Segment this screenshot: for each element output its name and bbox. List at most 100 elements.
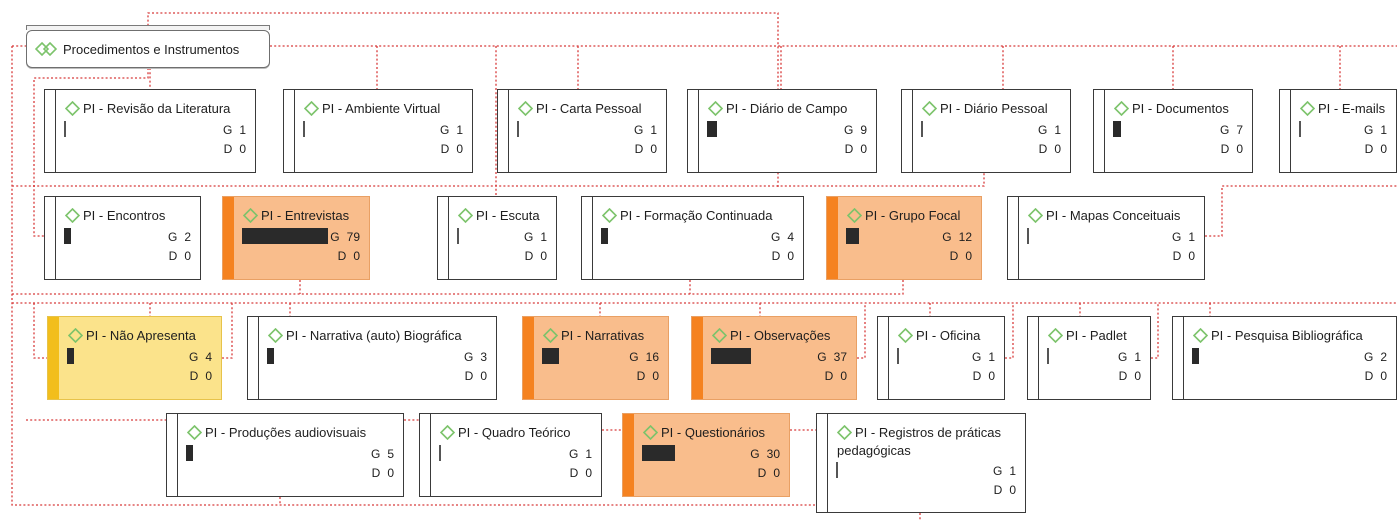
code-node-label: PI - E-mails <box>1318 101 1386 116</box>
density-bar <box>242 228 328 244</box>
density-bar <box>439 445 441 461</box>
density-bar <box>1113 121 1121 137</box>
groundedness-value: 9 <box>860 123 867 137</box>
link-line <box>857 303 866 359</box>
code-node-label: PI - Encontros <box>83 208 166 223</box>
density-bar <box>186 445 193 461</box>
density-value: 0 <box>840 369 847 383</box>
code-node-title: PI - Padlet <box>1048 327 1146 345</box>
groundedness-label: G <box>992 464 1003 478</box>
density-label: D <box>824 369 834 383</box>
code-diamond-icon <box>602 208 617 223</box>
groundedness-label: G <box>370 447 381 461</box>
groundedness-label: G <box>750 447 760 461</box>
code-node-title: PI - Quadro Teórico <box>440 424 597 442</box>
groundedness-value: 2 <box>1380 350 1387 364</box>
density-bar <box>711 348 751 364</box>
code-node-label: PI - Quadro Teórico <box>458 425 571 440</box>
density-label: D <box>1220 142 1230 156</box>
density-label: D <box>168 249 178 263</box>
code-node-label: PI - Padlet <box>1066 328 1127 343</box>
density-label: D <box>223 142 233 156</box>
code-node-stripe <box>45 90 56 172</box>
density-label: D <box>440 142 450 156</box>
code-node-stripe <box>284 90 295 172</box>
density-bar <box>1047 348 1049 364</box>
density-label: D <box>1364 142 1374 156</box>
code-diamond-icon <box>304 101 319 116</box>
code-node-title: PI - Observações <box>712 327 852 345</box>
groundedness-value: 1 <box>1134 350 1141 364</box>
root-node[interactable]: Procedimentos e Instrumentos <box>26 30 270 68</box>
code-diamond-icon <box>1028 208 1043 223</box>
code-node-label: PI - Produções audiovisuais <box>205 425 367 440</box>
code-node-label: PI - Entrevistas <box>261 208 350 223</box>
code-node-title: PI - Oficina <box>898 327 1000 345</box>
density-bar <box>1299 121 1301 137</box>
density-label: D <box>636 369 646 383</box>
density-bar <box>707 121 717 137</box>
groundedness-label: G <box>770 230 781 244</box>
link-line <box>1151 303 1159 359</box>
density-value: 0 <box>540 249 547 263</box>
code-node-title: PI - Registros de práticas pedagógicas <box>837 424 1021 460</box>
code-node-title: PI - Não Apresenta <box>68 327 217 345</box>
density-label: D <box>993 483 1003 497</box>
groundedness-value: 7 <box>1236 123 1243 137</box>
groundedness-label: G <box>1037 123 1048 137</box>
groundedness-label: G <box>439 123 450 137</box>
code-node-title: PI - Produções audiovisuais <box>187 424 399 442</box>
code-node-label: PI - Pesquisa Bibliográfica <box>1211 328 1363 343</box>
code-node-title: PI - Entrevistas <box>243 207 365 225</box>
code-node-title: PI - Documentos <box>1114 100 1248 118</box>
code-node-stripe <box>692 317 703 399</box>
groundedness-value: 12 <box>958 230 972 244</box>
density-label: D <box>464 369 474 383</box>
code-node-label: PI - Documentos <box>1132 101 1229 116</box>
density-label: D <box>972 369 982 383</box>
code-node-label: PI - Observações <box>730 328 831 343</box>
code-node-title: PI - Ambiente Virtual <box>304 100 468 118</box>
code-node-label: PI - Ambiente Virtual <box>322 101 441 116</box>
groundedness-label: G <box>568 447 579 461</box>
code-node-title: PI - Narrativa (auto) Biográfica <box>268 327 492 345</box>
code-node-label: PI - Diário de Campo <box>726 101 848 116</box>
groundedness-value: 4 <box>787 230 794 244</box>
density-bar <box>517 121 519 137</box>
code-node-title: PI - Diário de Campo <box>708 100 872 118</box>
density-value: 0 <box>456 142 463 156</box>
